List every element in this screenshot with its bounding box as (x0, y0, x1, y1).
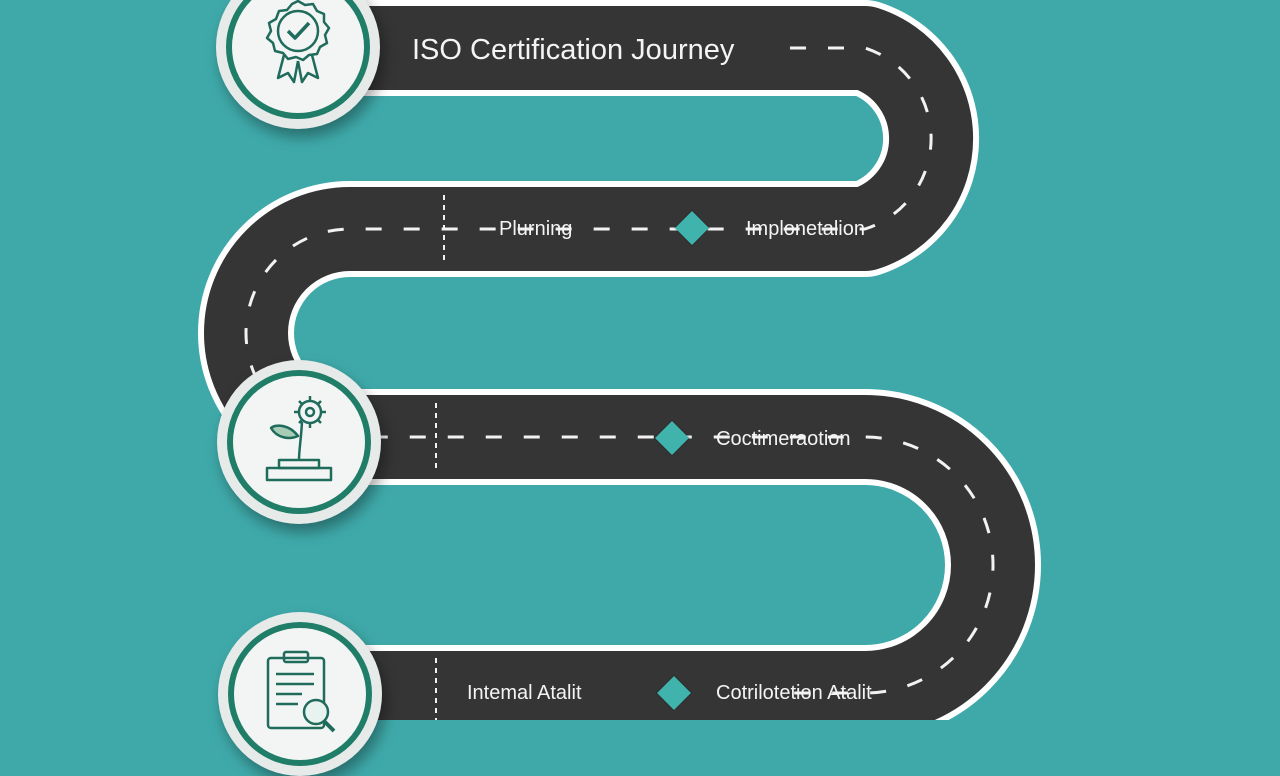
badge-top (216, 0, 380, 129)
road-center-line (244, 46, 995, 695)
badge-bottom (218, 612, 382, 776)
stage-internal-audit: Intemal Atalit (467, 682, 582, 704)
certificate-badge-icon (265, 0, 331, 84)
stage-implementation: Implonetalion (746, 218, 865, 240)
stage-planning: Plurning (499, 218, 573, 240)
clipboard-search-icon (266, 650, 336, 733)
stage-certification-audit: Cotrilotetion Atalit (716, 682, 872, 704)
plant-gear-icon (265, 396, 333, 482)
stage-documentation: Coctimeraotion (716, 428, 851, 450)
road-path (198, 0, 1041, 720)
badge-middle (217, 360, 381, 524)
diagram-title: ISO Certification Journey (412, 34, 735, 66)
